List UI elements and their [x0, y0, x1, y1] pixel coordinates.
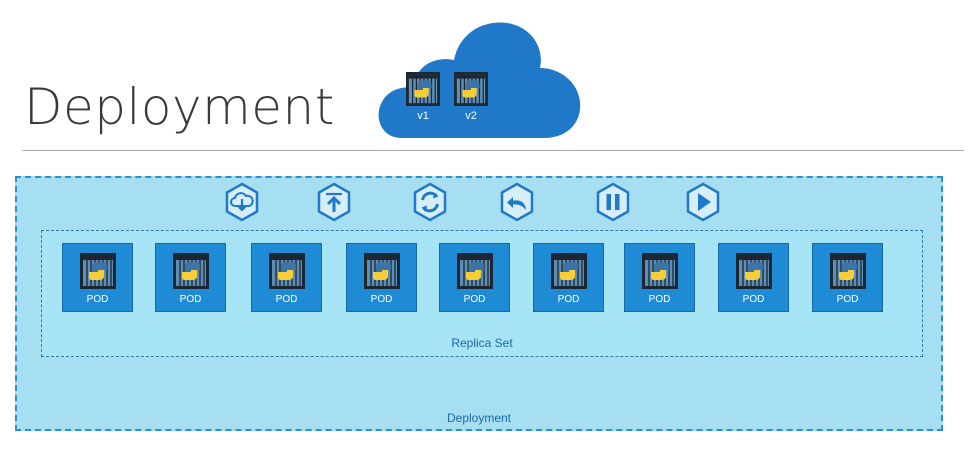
container-image-icon	[269, 253, 305, 289]
title-divider	[22, 150, 964, 151]
pod-label: POD	[557, 294, 580, 305]
container-image-icon	[642, 253, 678, 289]
container-image-v1-icon	[406, 72, 440, 106]
pause-icon[interactable]	[593, 182, 633, 222]
deployment-container: POD POD POD POD	[15, 176, 943, 431]
container-image-icon	[364, 253, 400, 289]
pod-label: POD	[370, 294, 393, 305]
undo-icon[interactable]	[497, 182, 537, 222]
pod-label: POD	[86, 294, 109, 305]
pod-label: POD	[836, 294, 859, 305]
pod-9: POD	[812, 243, 883, 312]
container-image-icon	[551, 253, 587, 289]
pod-4: POD	[346, 243, 417, 312]
pod-label: POD	[742, 294, 765, 305]
deployment-label: Deployment	[446, 411, 512, 425]
page-title: Deployment	[24, 78, 335, 136]
image-registry-cloud: v1 v2	[372, 16, 584, 140]
pod-label: POD	[463, 294, 486, 305]
pod-label: POD	[275, 294, 298, 305]
pod-label: POD	[648, 294, 671, 305]
play-icon[interactable]	[683, 182, 723, 222]
container-image-icon	[457, 253, 493, 289]
replica-set-container: POD POD POD POD	[41, 230, 923, 357]
refresh-icon[interactable]	[410, 182, 450, 222]
pod-1: POD	[62, 243, 133, 312]
version-label-v2: v2	[465, 110, 477, 122]
pod-5: POD	[439, 243, 510, 312]
container-image-icon	[173, 253, 209, 289]
container-image-icon	[736, 253, 772, 289]
pod-6: POD	[533, 243, 604, 312]
pod-7: POD	[624, 243, 695, 312]
pod-label: POD	[179, 294, 202, 305]
container-image-icon	[830, 253, 866, 289]
upload-icon[interactable]	[314, 182, 354, 222]
pod-3: POD	[251, 243, 322, 312]
version-label-v1: v1	[417, 110, 429, 122]
pod-2: POD	[155, 243, 226, 312]
container-image-icon	[80, 253, 116, 289]
pod-8: POD	[718, 243, 789, 312]
replica-set-label: Replica Set	[451, 336, 513, 350]
container-image-v2-icon	[454, 72, 488, 106]
cloud-download-icon[interactable]	[222, 182, 262, 222]
